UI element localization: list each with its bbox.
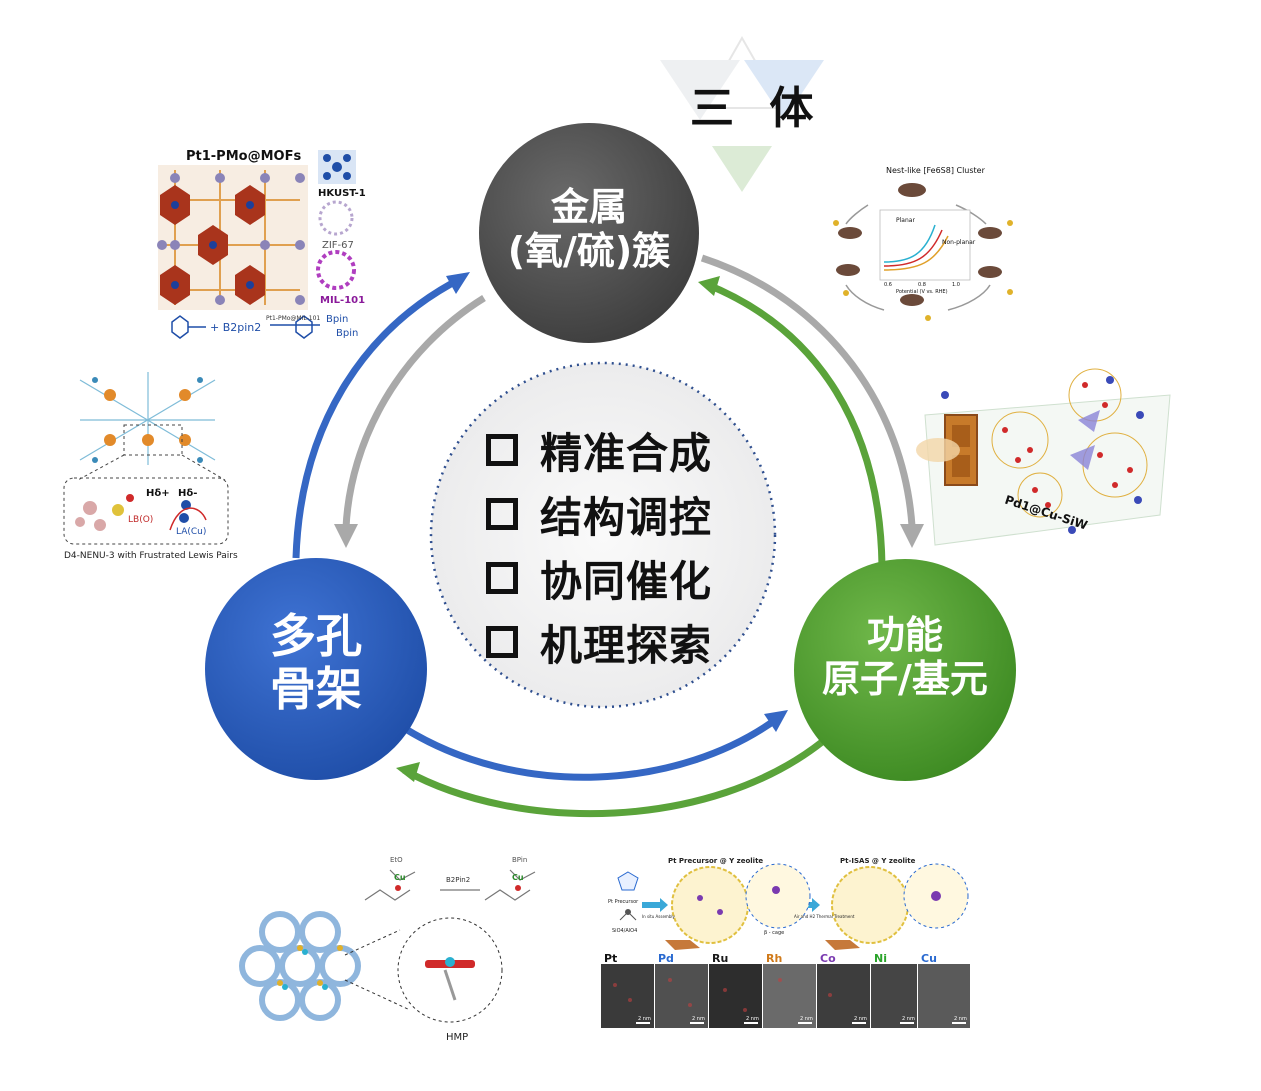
element-label: Ru: [712, 952, 728, 965]
title-triangle-green: [712, 146, 772, 192]
title-triangle-grey: [660, 60, 740, 120]
fig-tl-reaction: + B2pin2: [210, 321, 261, 334]
arrow-head: [764, 710, 788, 732]
arrow-left-to-top: [292, 274, 464, 559]
scale-label: 2 nm: [692, 1016, 705, 1022]
center-item: 协同催化: [486, 546, 786, 610]
fig-bl-label-4: Cu: [394, 873, 406, 882]
fig-tl-product-1: Bpin: [326, 314, 348, 325]
element-label: Cu: [921, 952, 937, 965]
arrow-head: [446, 272, 470, 294]
center-item-label: 机理探索: [540, 620, 713, 670]
center-item-label: 协同催化: [540, 556, 713, 606]
arrow-top-to-right: [700, 254, 916, 527]
center-item: 机理探索: [486, 610, 786, 674]
fig-bl-label-2: B2Pin2: [446, 876, 470, 884]
node-left-line2: 骨架: [270, 661, 362, 716]
diagram-title: 三 体: [690, 83, 824, 134]
checkbox-icon: [486, 498, 518, 530]
fig-tr-label-2: Non-planar: [942, 239, 976, 246]
node-top-circle: [479, 123, 699, 343]
node-top-line2: (氧/硫)簇: [507, 228, 671, 273]
arrow-left-to-right: [402, 715, 781, 781]
figure-left: [63, 372, 229, 545]
fig-tl-product-2: Bpin: [336, 328, 358, 339]
figure-bottom-left: [239, 869, 536, 1023]
fig-left-label-4: LA(Cu): [176, 527, 206, 537]
fig-left-label-3: LB(O): [128, 515, 153, 525]
fig-bl-label-3: BPin: [512, 856, 527, 864]
fig-bl-label-5: Cu: [512, 873, 524, 882]
arrow-right-to-top: [704, 280, 886, 567]
scale-label: 2 nm: [854, 1016, 867, 1022]
fig-tl-mof-2: ZIF-67: [322, 240, 354, 251]
fig-br-scalebars: 2 nm 2 nm 2 nm 2 nm 2 nm 2 nm 2 nm: [638, 1016, 967, 1022]
node-right-circle: [794, 559, 1016, 781]
title-triangle-blue: [744, 60, 824, 120]
fig-br-label-5: β - cage: [764, 930, 784, 936]
node-left-circle: [205, 558, 427, 780]
node-left-label: 多孔 骨架: [206, 610, 426, 716]
node-top-label: 金属 (氧/硫)簇: [480, 185, 698, 273]
fig-br-label-2: SiO4/AlO4: [612, 928, 637, 934]
arrow-head: [334, 524, 358, 548]
node-right-line1: 功能: [866, 613, 943, 657]
arrow-head: [698, 276, 720, 296]
fig-tl-catalyst: Pt1-PMo@MIL-101: [266, 315, 320, 322]
fig-br-label-3: In situ Assembly: [642, 914, 675, 919]
fig-tr-label-1: Planar: [896, 217, 915, 224]
figure-bottom-right: [601, 863, 970, 1028]
arrow-top-to-left: [342, 295, 486, 529]
fig-br-title-1: Pt Precursor @ Y zeolite: [668, 857, 763, 865]
figure-top-right: [833, 183, 1013, 321]
fig-tr-tick-2: 0.8: [918, 282, 926, 288]
fig-tr-tick-3: 1.0: [952, 282, 960, 288]
scale-label: 2 nm: [800, 1016, 813, 1022]
scale-label: 2 nm: [954, 1016, 967, 1022]
fig-left-label-2: Hδ-: [178, 488, 197, 499]
scale-label: 2 nm: [902, 1016, 915, 1022]
element-label: Pd: [658, 952, 674, 965]
arrow-right-to-left: [402, 739, 825, 818]
checkbox-icon: [486, 562, 518, 594]
element-label: Ni: [874, 952, 887, 965]
center-item-label: 精准合成: [540, 428, 713, 478]
fig-br-label-4: Air and H2 Thermal Treatment: [794, 914, 855, 919]
checkbox-icon: [486, 626, 518, 658]
element-label: Co: [820, 952, 836, 965]
center-list: 精准合成 结构调控 协同催化 机理探索: [486, 418, 786, 674]
arrow-head: [396, 762, 420, 782]
checkbox-icon: [486, 434, 518, 466]
figure-top-left: [157, 150, 356, 339]
fig-left-caption: D4-NENU-3 with Frustrated Lewis Pairs: [64, 551, 238, 561]
element-label: Rh: [766, 952, 782, 965]
fig-left-label-1: Hδ+: [146, 488, 170, 499]
node-right-label: 功能 原子/基元: [794, 613, 1016, 701]
center-item-label: 结构调控: [540, 492, 713, 542]
fig-bl-caption: HMP: [446, 1032, 468, 1043]
arrow-head: [900, 524, 924, 548]
fig-tr-xlabel: Potential (V vs. RHE): [896, 289, 948, 295]
fig-tr-tick-1: 0.6: [884, 282, 892, 288]
scale-label: 2 nm: [746, 1016, 759, 1022]
node-left-line1: 多孔: [270, 609, 362, 663]
fig-tr-title: Nest-like [Fe6S8] Cluster: [886, 166, 986, 175]
fig-tl-mof-1: HKUST-1: [318, 188, 366, 199]
fig-br-title-2: Pt-ISAS @ Y zeolite: [840, 857, 916, 865]
element-label: Pt: [604, 952, 617, 965]
center-item: 精准合成: [486, 418, 786, 482]
fig-tl-title: Pt1-PMo@MOFs: [186, 149, 301, 164]
scale-label: 2 nm: [638, 1016, 651, 1022]
fig-bl-label-1: EtO: [390, 856, 403, 864]
figure-right: [916, 368, 1171, 546]
fig-br-element-labels: Pt Pd Ru Rh Co Ni Cu: [604, 952, 937, 965]
node-right-line2: 原子/基元: [822, 656, 988, 701]
fig-tl-mof-3: MIL-101: [320, 295, 365, 306]
fig-br-label-1: Pt Precursor: [608, 899, 639, 905]
node-top-line1: 金属: [550, 185, 627, 229]
center-item: 结构调控: [486, 482, 786, 546]
